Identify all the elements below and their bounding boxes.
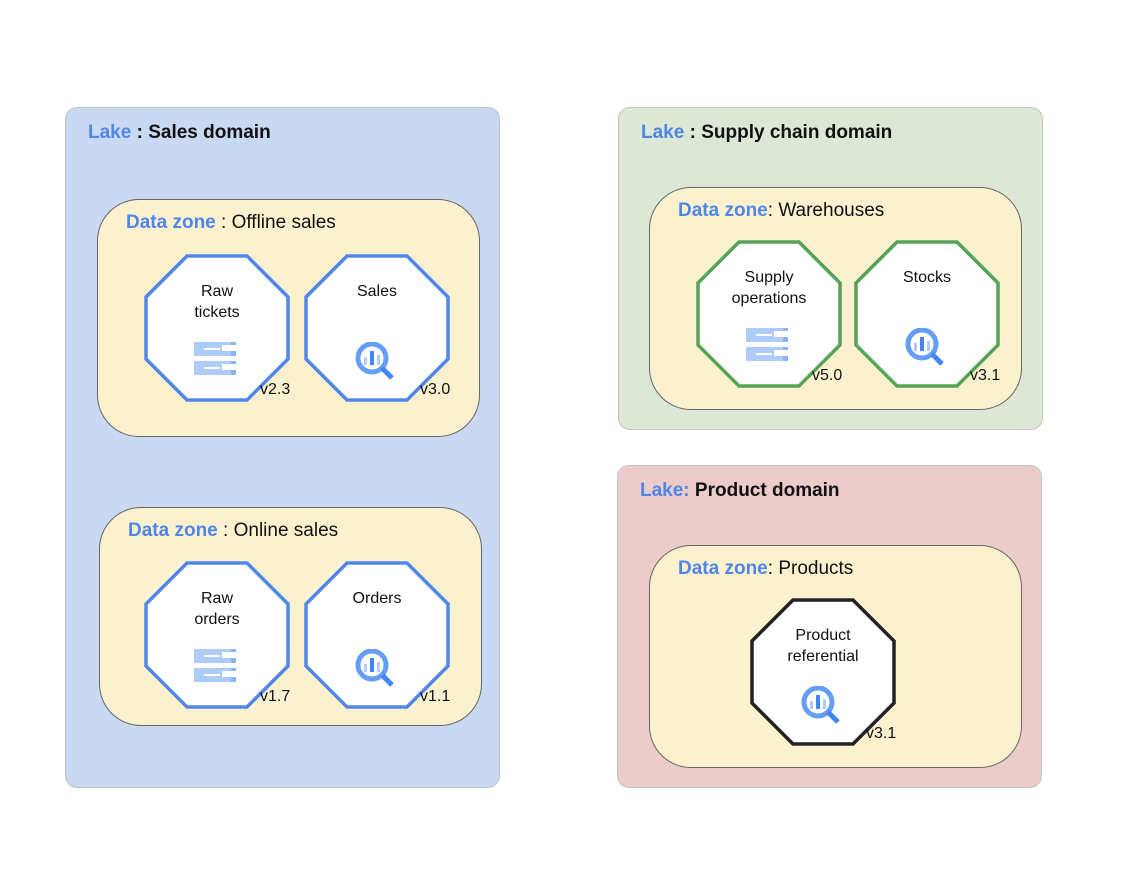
asset-label-line: Orders — [352, 590, 402, 607]
zone-keyword: Data zone — [128, 520, 218, 541]
storage-bar — [194, 342, 236, 356]
zone-title: Data zone : Online sales — [128, 520, 338, 542]
asset-label: Orders — [324, 588, 430, 609]
asset-label-line: operations — [731, 290, 807, 307]
version-label: v3.1 — [970, 367, 1001, 384]
zone-title: Data zone: Products — [678, 558, 853, 580]
zone-separator: : — [767, 558, 779, 579]
asset-label: Sales — [324, 281, 430, 302]
octagon-shape — [304, 561, 450, 709]
octagon-shape — [750, 598, 896, 746]
lake-name: Supply chain domain — [701, 122, 893, 143]
lake-separator: : — [684, 122, 702, 143]
lake-keyword: Lake — [641, 122, 685, 143]
asset-label-line: Raw — [200, 283, 233, 300]
storage-bar — [194, 649, 236, 663]
zone-name: Warehouses — [778, 200, 885, 221]
zone-keyword: Data zone — [678, 200, 768, 221]
asset-label-line: Supply — [744, 269, 794, 286]
data-asset: Orders v1.1 — [304, 561, 450, 709]
version-label: v3.0 — [420, 381, 451, 398]
asset-label-line: orders — [194, 611, 240, 628]
storage-icon — [194, 649, 238, 689]
version-label: v2.3 — [260, 381, 291, 398]
asset-label-line: Product — [795, 627, 851, 644]
data-asset: Product referential v3.1 — [750, 598, 896, 746]
zone-keyword: Data zone — [126, 212, 216, 233]
octagon-shape — [854, 240, 1000, 388]
asset-label: Raw orders — [164, 588, 270, 630]
zone-name: Online sales — [233, 520, 339, 541]
data-asset: Supply operations v5.0 — [696, 240, 842, 388]
bigquery-icon — [904, 327, 948, 368]
zone-keyword: Data zone — [678, 558, 768, 579]
lake-keyword: Lake — [88, 122, 132, 143]
octagon-shape — [144, 254, 290, 402]
data-asset: Sales v3.0 — [304, 254, 450, 402]
bigquery-icon — [354, 341, 398, 382]
asset-label-line: referential — [787, 648, 859, 665]
version-label: v5.0 — [812, 367, 843, 384]
data-asset: Stocks v3.1 — [854, 240, 1000, 388]
storage-bar — [746, 347, 788, 361]
storage-bar — [194, 668, 236, 682]
asset-label: Supply operations — [716, 267, 822, 309]
lake-title: Lake : Supply chain domain — [641, 122, 892, 144]
lake-title: Lake : Sales domain — [88, 122, 271, 144]
octagon-shape — [144, 561, 290, 709]
zone-name: Products — [778, 558, 854, 579]
data-asset: Raw tickets v2.3 — [144, 254, 290, 402]
lake-title: Lake: Product domain — [640, 480, 840, 502]
asset-label-line: Stocks — [902, 269, 951, 286]
lake-keyword: Lake: — [640, 480, 690, 501]
octagon-shape — [696, 240, 842, 388]
asset-label: Raw tickets — [164, 281, 270, 323]
asset-label: Stocks — [874, 267, 980, 288]
asset-label-line: Raw — [200, 590, 233, 607]
lake-name: Sales domain — [148, 122, 271, 143]
asset-label: Product referential — [770, 625, 876, 667]
lake-separator: : — [131, 122, 149, 143]
version-label: v1.1 — [420, 688, 451, 705]
zone-name: Offline sales — [231, 212, 336, 233]
storage-icon — [194, 342, 238, 382]
version-label: v1.7 — [260, 688, 291, 705]
storage-icon — [746, 328, 790, 368]
zone-separator: : — [215, 212, 232, 233]
data-asset: Raw orders v1.7 — [144, 561, 290, 709]
octagon-shape — [304, 254, 450, 402]
lake-name: Product domain — [694, 480, 840, 501]
storage-bar — [746, 328, 788, 342]
asset-label-line: tickets — [194, 304, 240, 321]
zone-separator: : — [767, 200, 779, 221]
bigquery-icon — [800, 685, 844, 726]
zone-title: Data zone: Warehouses — [678, 200, 884, 222]
bigquery-icon — [354, 648, 398, 689]
asset-label-line: Sales — [356, 283, 398, 300]
storage-bar — [194, 361, 236, 375]
zone-separator: : — [217, 520, 234, 541]
zone-title: Data zone : Offline sales — [126, 212, 336, 234]
version-label: v3.1 — [866, 725, 897, 742]
